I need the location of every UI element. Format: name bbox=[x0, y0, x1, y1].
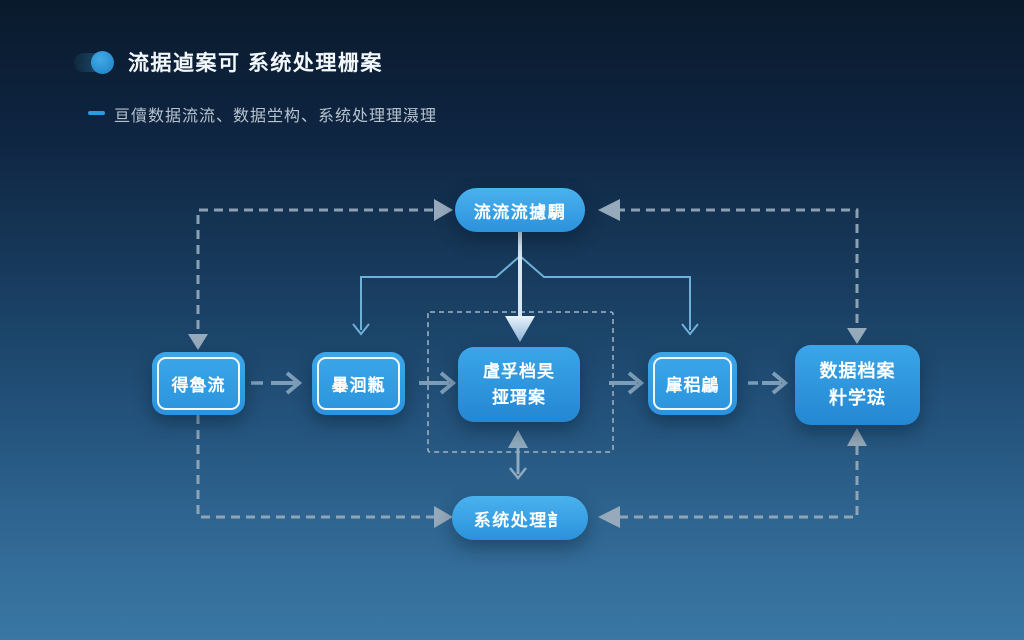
page-subtitle: 亘儥数据流流、数据坣构、系统处理理滠理 bbox=[114, 108, 438, 125]
node-step4: 肁稆鶣 bbox=[648, 352, 737, 415]
node-bottom: 系统处理訁 bbox=[452, 496, 588, 540]
double-arrow-vertical bbox=[508, 430, 528, 481]
node-center-label-line1: 虘孚档旲 bbox=[483, 362, 555, 381]
arrowhead-down-rightnode bbox=[847, 328, 867, 344]
dashed-connector-arrowheads bbox=[188, 199, 867, 528]
connector-bottom-left bbox=[196, 415, 436, 519]
title-bullet-icon bbox=[74, 51, 114, 74]
node-center-label-line2: 挜瑨案 bbox=[492, 387, 546, 407]
double-arrow-up-head bbox=[508, 430, 528, 448]
dashed-connectors bbox=[196, 208, 859, 519]
row-arrow-2-head bbox=[439, 371, 457, 395]
arrowhead-right-topnode bbox=[434, 199, 453, 221]
connector-top-right bbox=[606, 208, 859, 338]
page-title: 流据逌案可 系统处理栅案 bbox=[128, 52, 383, 75]
node-right: 数据档案 籵学琺 bbox=[795, 345, 920, 425]
branch-right-arrowhead bbox=[681, 323, 699, 336]
row-arrow-3-head bbox=[627, 371, 645, 395]
node-step2: 曓洄甉 bbox=[312, 352, 405, 415]
arrowhead-down-step1 bbox=[188, 334, 208, 350]
connector-bottom-right bbox=[604, 436, 859, 519]
node-top-label: 流流流攄騆 bbox=[473, 202, 567, 222]
node-step1-frame: 得魯流 bbox=[157, 357, 240, 410]
arrowhead-right-bottomnode bbox=[434, 506, 453, 528]
arrowhead-left-bottomnode bbox=[598, 506, 620, 528]
node-step2-frame: 曓洄甉 bbox=[317, 357, 400, 410]
row-arrows bbox=[251, 371, 789, 395]
branch-left bbox=[360, 255, 521, 330]
node-step4-frame: 肁稆鶣 bbox=[653, 357, 732, 410]
big-center-arrowhead bbox=[505, 316, 535, 342]
node-right-label-line1: 数据档案 bbox=[819, 361, 896, 381]
branch-left-arrowhead bbox=[352, 323, 370, 336]
connector-top-left bbox=[196, 208, 436, 344]
row-arrow-4-head bbox=[771, 371, 789, 395]
branch-right bbox=[519, 255, 691, 330]
subtitle-dash-icon bbox=[88, 111, 105, 115]
node-bottom-label: 系统处理訁 bbox=[473, 510, 567, 530]
node-step1-label: 得魯流 bbox=[171, 376, 226, 395]
node-step2-label: 曓洄甉 bbox=[331, 376, 386, 395]
node-step4-label: 肁稆鶣 bbox=[665, 376, 720, 395]
double-arrow-down-head bbox=[509, 467, 527, 481]
node-right-label-line2: 籵学琺 bbox=[829, 388, 886, 408]
node-center: 虘孚档旲 挜瑨案 bbox=[458, 347, 580, 422]
title-bullet-dot bbox=[91, 51, 114, 74]
thin-branch-connectors bbox=[352, 255, 699, 336]
node-step1: 得魯流 bbox=[152, 352, 245, 415]
row-arrow-1-head bbox=[285, 371, 303, 395]
big-center-arrow bbox=[505, 232, 535, 342]
arrowhead-up-rightnode bbox=[847, 428, 867, 446]
node-top: 流流流攄騆 bbox=[455, 188, 585, 232]
arrowhead-left-topnode bbox=[598, 199, 620, 221]
